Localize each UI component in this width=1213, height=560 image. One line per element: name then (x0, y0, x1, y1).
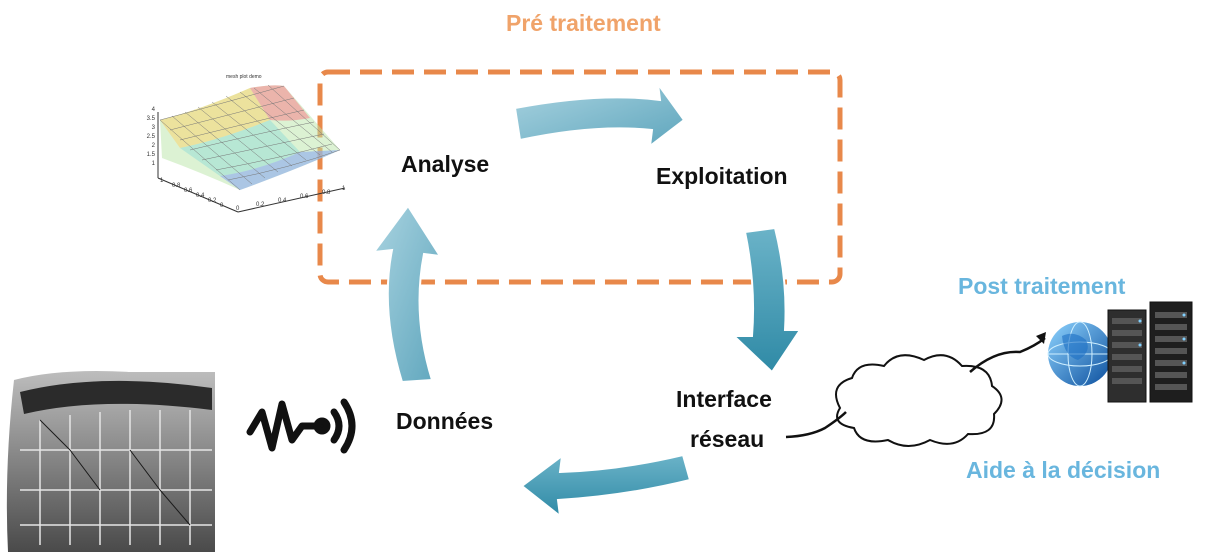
3d-surface-plot-icon (157, 84, 346, 213)
network-link-arrow (969, 337, 1046, 373)
z-tick: 2.5 (146, 134, 155, 140)
cloud-icon (785, 332, 1046, 447)
server-rack-icon (1107, 301, 1193, 403)
y-tick: 0 (220, 203, 224, 209)
x-tick: 0.2 (256, 202, 265, 208)
y-tick: 0.8 (172, 183, 181, 189)
network-link-line (785, 411, 847, 439)
post-processing-title: Post traitement (958, 273, 1126, 299)
node-exploitation: Exploitation (656, 163, 788, 189)
x-tick: 0.6 (300, 194, 309, 200)
node-analyse: Analyse (401, 151, 490, 177)
y-tick: 0.6 (184, 188, 193, 194)
x-tick: 0.4 (278, 198, 287, 204)
pre-processing-frame (317, 69, 843, 285)
arrow-exploitation-to-interface (731, 226, 802, 374)
node-interface-line1: Interface (676, 386, 772, 412)
globe-icon (1047, 321, 1113, 387)
sensor-wave-icon (246, 398, 356, 454)
z-tick: 4 (151, 107, 155, 113)
mini-plot-z-ticks: 4 3.5 3 2.5 2 1.5 1 (143, 106, 155, 169)
x-tick: 0.8 (322, 190, 331, 196)
node-interface-line2: réseau (690, 426, 765, 452)
arrow-interface-to-donnees (520, 453, 692, 519)
x-tick: 1 (342, 186, 346, 192)
z-tick: 1 (151, 161, 155, 167)
arrow-donnees-to-analyse (371, 204, 442, 384)
x-tick: 0 (236, 206, 240, 212)
z-tick: 1.5 (146, 152, 155, 158)
bridge-structure-photo (6, 371, 215, 552)
y-tick: 0.2 (208, 198, 217, 204)
z-tick: 3.5 (146, 116, 155, 122)
mini-plot-title: mesh plot demo (226, 74, 262, 80)
y-tick: 0.4 (196, 193, 205, 199)
z-tick: 2 (151, 143, 155, 149)
decision-support-label: Aide à la décision (966, 457, 1161, 483)
z-tick: 3 (151, 125, 155, 131)
node-donnees: Données (396, 408, 494, 434)
pre-processing-title: Pré traitement (506, 10, 661, 36)
arrow-analyse-to-exploitation (513, 83, 686, 149)
y-tick: 1 (160, 178, 164, 184)
